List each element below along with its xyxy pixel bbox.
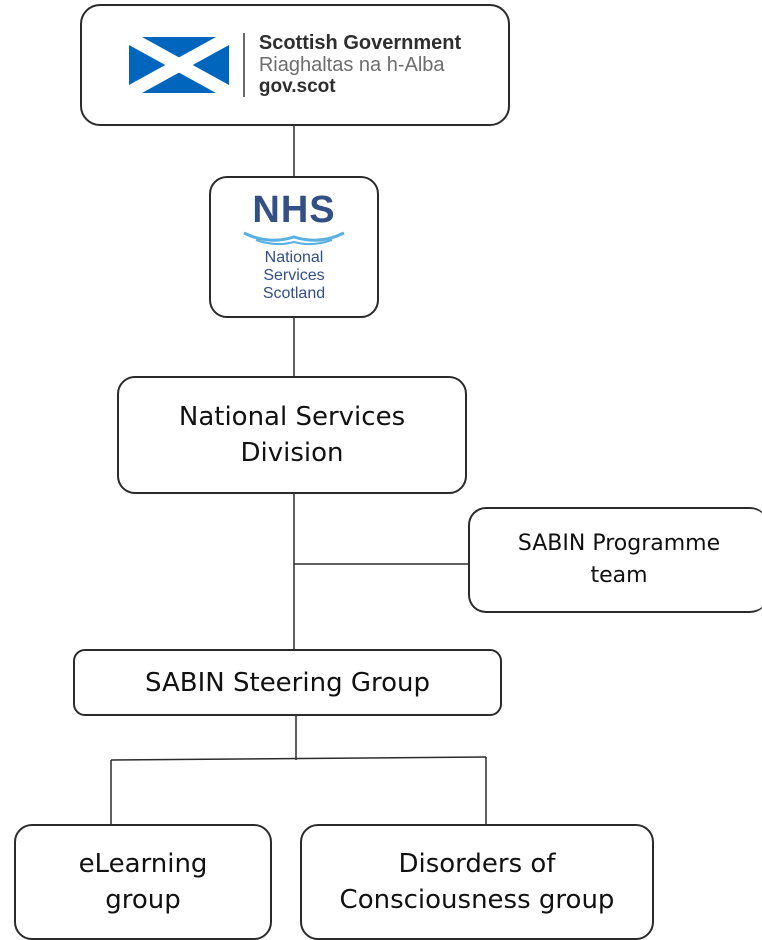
sabin-programme-team-node: SABIN Programme team [468,507,762,613]
national-services-division-node: National Services Division [117,376,467,494]
scottish-government-node: Scottish Government Riaghaltas na h-Alba… [80,4,510,126]
nhs-wordmark: NHS [252,189,336,231]
elearning-group-node: eLearning group [14,824,272,940]
logo-divider [242,33,245,97]
gov-domain: gov.scot [258,76,336,97]
sabin-programme-team-label: SABIN Programme team [517,531,721,588]
sabin-steering-group-node: SABIN Steering Group [73,649,502,716]
gov-name-gaelic: Riaghaltas na h-Alba [258,54,445,76]
gov-name-english: Scottish Government [258,32,462,54]
disorders-of-consciousness-group-label: Disorders of Consciousness group [339,849,615,915]
nhs-wave-icon [243,231,345,246]
gov-wordmark: Scottish Government Riaghaltas na h-Alba… [259,32,461,98]
nhs-national-services-scotland-node: NHS National Services Scotland [209,176,379,318]
saltire-flag-icon [128,37,229,93]
flag-diagonal-2 [128,37,229,93]
nhs-subtitle: National Services Scotland [262,249,326,302]
elearning-group-label: eLearning group [78,849,208,915]
sabin-steering-group-label: SABIN Steering Group [145,667,430,698]
national-services-division-label: National Services Division [178,402,406,468]
scottish-government-logo: Scottish Government Riaghaltas na h-Alba… [128,32,461,98]
connector-branch-horizontal [110,756,487,761]
disorders-of-consciousness-group-node: Disorders of Consciousness group [300,824,654,940]
